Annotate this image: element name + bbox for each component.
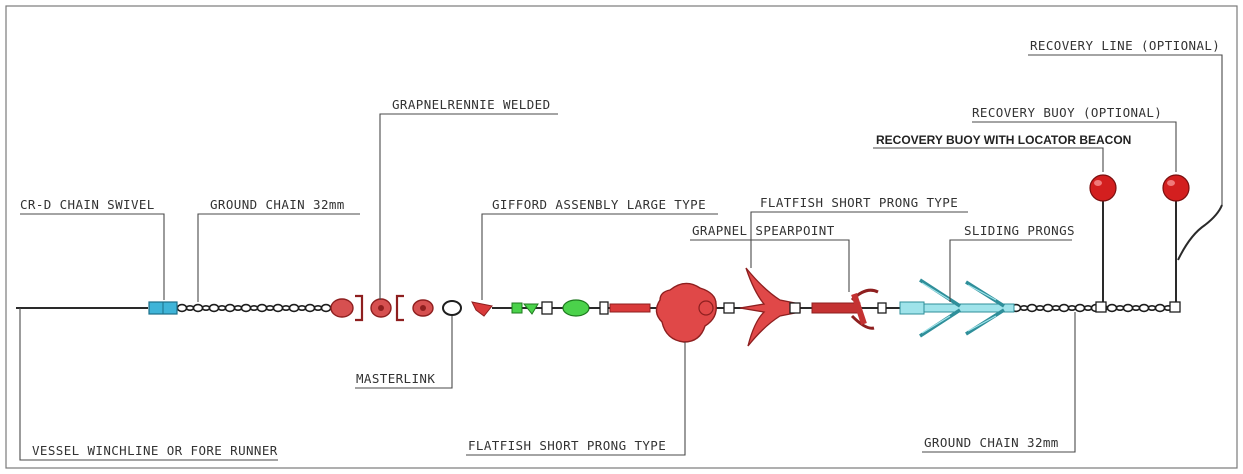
chain-link xyxy=(1106,303,1118,313)
chain-link xyxy=(1115,304,1125,311)
ground-chain-left xyxy=(176,303,332,313)
chain-link xyxy=(1058,303,1070,313)
flatfish-prong-shank xyxy=(811,288,887,330)
label-recovery-buoy-beacon: RECOVERY BUOY WITH LOCATOR BEACON xyxy=(876,133,1131,147)
diagram-frame xyxy=(5,5,1238,469)
chain-link xyxy=(185,304,195,311)
label-cr-chain-swivel: CR-D CHAIN SWIVEL xyxy=(20,197,155,212)
chain-link xyxy=(192,303,204,313)
label-flatfish-bottom: FLATFISH SHORT PRONG TYPE xyxy=(468,438,666,453)
chain-link xyxy=(224,303,236,313)
label-ground-chain-left: GROUND CHAIN 32mm xyxy=(210,197,345,212)
recovery-buoy-locator xyxy=(1089,174,1117,313)
chain-link xyxy=(1019,304,1029,311)
chain-link xyxy=(320,303,332,313)
cr-chain-swivel xyxy=(148,301,178,315)
chain-link xyxy=(233,304,243,311)
chain-link xyxy=(208,303,220,313)
chain-link xyxy=(176,303,188,313)
chain-link xyxy=(288,303,300,313)
chain-link xyxy=(1042,303,1054,313)
label-flatfish-top: FLATFISH SHORT PRONG TYPE xyxy=(760,195,958,210)
label-sliding-prongs: SLIDING PRONGS xyxy=(964,223,1075,238)
chain-link xyxy=(281,304,291,311)
grapnel-spearpoint xyxy=(723,267,801,347)
label-recovery-buoy: RECOVERY BUOY (OPTIONAL) xyxy=(972,105,1162,120)
chain-link xyxy=(1035,304,1045,311)
chain-link xyxy=(272,303,284,313)
chain-link xyxy=(1067,304,1077,311)
recovery-buoy-optional xyxy=(1162,174,1190,313)
label-vessel-winchline: VESSEL WINCHLINE OR FORE RUNNER xyxy=(32,443,278,458)
chain-link xyxy=(201,304,211,311)
chain-link xyxy=(249,304,259,311)
chain-link xyxy=(1026,303,1038,313)
chain-link xyxy=(240,303,252,313)
chain-link xyxy=(1154,303,1166,313)
ground-chain-right xyxy=(1010,303,1173,313)
label-grapnel-rennie: GRAPNELRENNIE WELDED xyxy=(392,97,551,112)
grapnel-rennie-links xyxy=(330,294,434,322)
sliding-prongs xyxy=(899,278,1015,338)
chain-link xyxy=(1131,304,1141,311)
gifford-assembly xyxy=(471,299,651,317)
leader-lines xyxy=(19,54,1223,461)
label-masterlink: MASTERLINK xyxy=(356,371,435,386)
chain-link xyxy=(217,304,227,311)
masterlink xyxy=(442,300,462,316)
chain-link xyxy=(265,304,275,311)
label-ground-chain-right: GROUND CHAIN 32mm xyxy=(924,435,1059,450)
chain-link xyxy=(304,303,316,313)
label-grapnel-spearpoint: GRAPNEL SPEARPOINT xyxy=(692,223,835,238)
chain-link xyxy=(1138,303,1150,313)
chain-link xyxy=(297,304,307,311)
label-recovery-line: RECOVERY LINE (OPTIONAL) xyxy=(1030,38,1220,53)
chain-link xyxy=(1122,303,1134,313)
chain-link xyxy=(1083,304,1093,311)
chain-link xyxy=(1051,304,1061,311)
label-gifford-assembly: GIFFORD ASSENBLY LARGE TYPE xyxy=(492,197,706,212)
chain-link xyxy=(1074,303,1086,313)
chain-link xyxy=(256,303,268,313)
chain-link xyxy=(1147,304,1157,311)
recovery-line xyxy=(1177,204,1223,261)
chain-link xyxy=(313,304,323,311)
flatfish-short-prong xyxy=(655,282,717,343)
